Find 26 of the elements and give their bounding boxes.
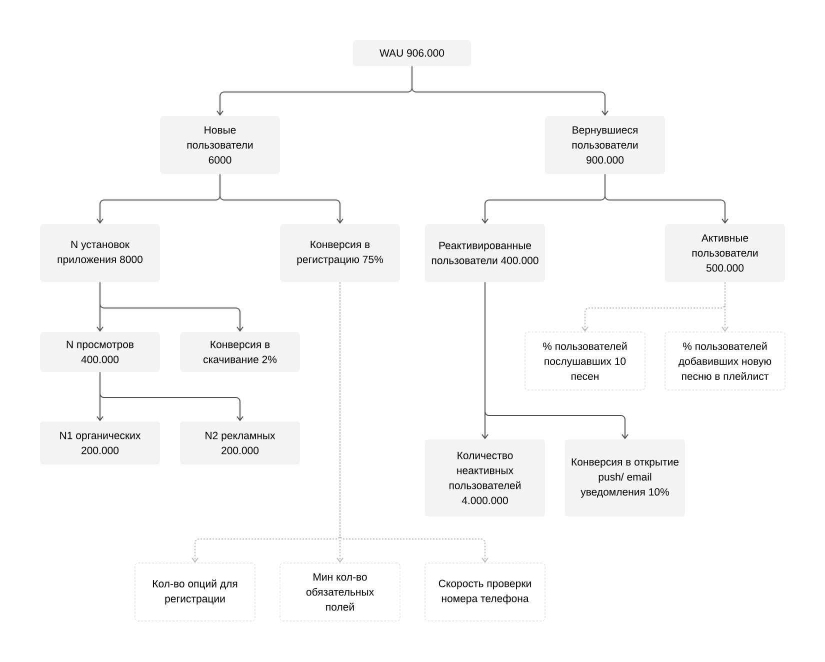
solid-box: Новые пользователи 6000 [160, 116, 280, 174]
solid-box: Вернувшиеся пользователи 900.000 [545, 116, 665, 174]
arrow [604, 174, 728, 224]
solid-box: Активные пользователи 500.000 [665, 224, 785, 282]
dashed-box: % пользователей послушавших 10 песен [524, 332, 646, 390]
solid-box: Количество неактивных пользователей 4.000.000 [425, 440, 545, 516]
solid-box: N2 рекламных 200.000 [180, 422, 300, 464]
solid-box: N1 органических 200.000 [40, 422, 160, 464]
arrow [100, 282, 244, 332]
solid-box: Конверсия в открытие push/ email уведомления 10% [565, 440, 685, 516]
dashed-box: % пользователей добавивших новую песню в плейлист [664, 332, 786, 390]
arrow [412, 66, 608, 116]
arrow [340, 282, 488, 563]
solid-box: WAU 906.000 [353, 40, 471, 66]
dashed-box: Скорость проверки номера телефона [424, 562, 546, 622]
dashed-box: Мин кол-во обязательных полей [280, 562, 400, 622]
arrow [220, 174, 344, 224]
solid-box: N установок приложения 8000 [40, 224, 160, 282]
solid-box: N просмотров 400.000 [40, 332, 160, 372]
arrow [484, 282, 628, 440]
arrow [722, 282, 728, 332]
solid-box: Конверсия в регистрацию 75% [280, 224, 400, 282]
solid-box: Реактивированные пользователи 400.000 [425, 224, 545, 282]
dashed-box: Кол-во опций для регистрации [134, 562, 256, 622]
arrow [100, 372, 244, 422]
solid-box: Конверсия в скачивание 2% [180, 332, 300, 372]
